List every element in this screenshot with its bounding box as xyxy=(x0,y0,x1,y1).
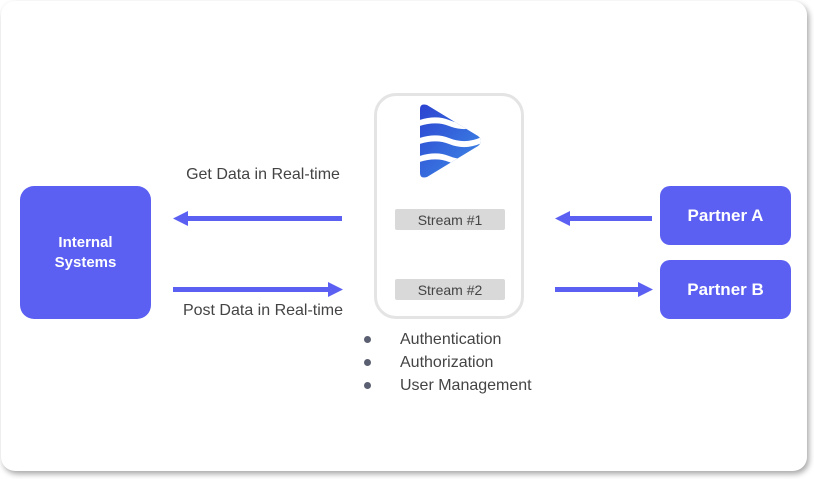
stream-1-label: Stream #1 xyxy=(417,211,483,228)
partner-b-box: Partner B xyxy=(660,260,791,319)
partner-a-box: Partner A xyxy=(660,186,791,245)
post-data-label: Post Data in Real-time xyxy=(182,302,344,319)
stream-2-label: Stream #2 xyxy=(417,281,483,298)
get-data-label: Get Data in Real-time xyxy=(186,166,340,183)
feature-item: User Management xyxy=(361,374,532,397)
bullet-icon xyxy=(364,382,371,389)
stream-2-chip: Stream #2 xyxy=(395,279,505,300)
stream-1-chip: Stream #1 xyxy=(395,209,505,230)
bullet-icon xyxy=(364,359,371,366)
partner-a-label: Partner A xyxy=(687,205,764,225)
feature-label: Authentication xyxy=(400,331,502,348)
partner-b-label: Partner B xyxy=(687,279,764,299)
feature-item: Authorization xyxy=(361,351,532,374)
feature-list: Authentication Authorization User Manage… xyxy=(361,328,532,397)
get-data-arrow xyxy=(173,211,342,226)
post-data-arrow xyxy=(173,282,343,297)
feature-label: Authorization xyxy=(400,354,494,371)
internal-systems-label: Internal Systems xyxy=(54,233,117,271)
partner-a-inbound-arrow xyxy=(555,211,652,226)
partner-b-outbound-arrow xyxy=(555,282,653,297)
wave-stack-play-logo-icon xyxy=(420,104,481,178)
feature-item: Authentication xyxy=(361,328,532,351)
internal-systems-box: Internal Systems xyxy=(20,186,151,319)
bullet-icon xyxy=(364,336,371,343)
feature-label: User Management xyxy=(400,377,532,394)
